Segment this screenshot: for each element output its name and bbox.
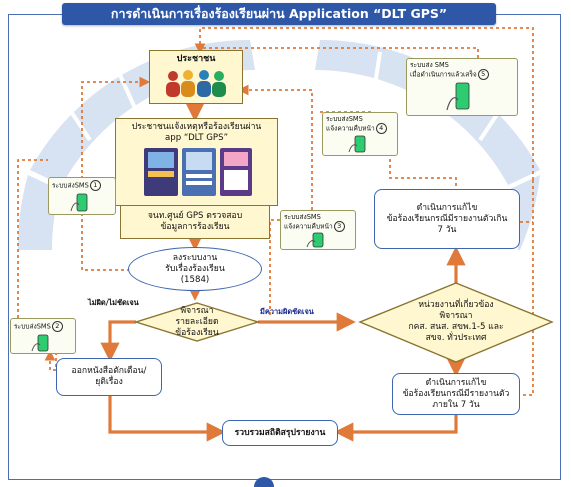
gps-center-check-node: จนท.ศูนย์ GPS ตรวจสอบ ข้อมูลการร้องเรียน	[120, 205, 270, 239]
phone-hand-icon	[348, 135, 366, 153]
consider-node: พิจารณา รายละเอียด ข้อร้องเรียน	[150, 304, 244, 340]
sms-4-number: 4	[375, 123, 387, 134]
main-flow-arrows	[100, 102, 466, 442]
sms-1-number: 1	[89, 180, 101, 191]
dlt-gps-app-screens-icon	[143, 148, 252, 196]
phone-hand-icon	[70, 193, 88, 212]
page-indicator-dot	[254, 477, 274, 487]
people-node: ประชาชน	[149, 50, 243, 104]
agencies-node: หน่วยงานที่เกี่ยวข้อง พิจารณา กคส. สนส. …	[382, 295, 530, 349]
consider-diamond-shape	[133, 302, 261, 342]
phone-hand-icon	[31, 334, 49, 352]
people-icon	[166, 70, 226, 97]
report-node: ประชาชนแจ้งเหตุหรือร้องเรียนผ่าน app “DL…	[115, 118, 278, 206]
people-label: ประชาชน	[176, 54, 216, 64]
sms-3-label: ระบบส่งSMS แจ้งความคืบหน้า	[284, 213, 333, 231]
register-node: ลงระบบงาน รับเรื่องร้องเรียน (1584)	[128, 247, 262, 291]
phone-hand-icon	[446, 82, 470, 111]
sms-1-label: ระบบส่งSMS	[52, 181, 89, 190]
unclear-branch-label: ไม่ผิด/ไม่ชัดเจน	[88, 298, 139, 307]
sms-2-label: ระบบส่งSMS	[14, 322, 51, 331]
diagram-title: การดำเนินการเรื่องร้องเรียนผ่าน Applicat…	[62, 3, 496, 25]
agencies-label: หน่วยงานที่เกี่ยวข้อง พิจารณา กคส. สนส. …	[408, 300, 504, 343]
sms-2-number: 2	[51, 321, 63, 332]
fix-within-7-days-node: ดำเนินการแก้ไข ข้อร้องเรียนกรณีมีรายงานต…	[392, 373, 520, 415]
consider-label: พิจารณา รายละเอียด ข้อร้องเรียน	[175, 305, 219, 338]
warning-label: ออกหนังสือตักเตือน/ ยุติเรื่อง	[71, 366, 147, 387]
gps-center-check-label: จนท.ศูนย์ GPS ตรวจสอบ ข้อมูลการร้องเรียน	[147, 211, 243, 232]
sms-4-label: ระบบส่งSMS แจ้งความคืบหน้า	[326, 115, 375, 133]
phone-hand-icon	[306, 232, 324, 248]
register-label: ลงระบบงาน รับเรื่องร้องเรียน (1584)	[165, 252, 225, 285]
warning-node: ออกหนังสือตักเตือน/ ยุติเรื่อง	[56, 358, 162, 396]
summary-node: รวบรวมสถิติสรุปรายงาน	[222, 420, 338, 446]
fix-over-7-days-node: ดำเนินการแก้ไข ข้อร้องเรียนกรณีมีรายงานต…	[374, 189, 520, 249]
fix-over-7-days-label: ดำเนินการแก้ไข ข้อร้องเรียนกรณีมีรายงานต…	[386, 202, 508, 235]
sms-3-number: 3	[333, 221, 345, 232]
fix-within-7-days-label: ดำเนินการแก้ไข ข้อร้องเรียนกรณีมีรายงานต…	[402, 377, 510, 410]
sms-5-label: ระบบส่ง SMS เมื่อดำเนินการแล้วเสร็จ	[410, 61, 477, 79]
summary-label: รวบรวมสถิติสรุปรายงาน	[234, 427, 326, 438]
guilty-branch-label: มีความผิดชัดเจน	[260, 307, 314, 316]
report-label: ประชาชนแจ้งเหตุหรือร้องเรียนผ่าน app “DL…	[131, 122, 262, 143]
agencies-diamond-shape	[358, 282, 554, 363]
sms-5-number: 5	[477, 69, 489, 80]
